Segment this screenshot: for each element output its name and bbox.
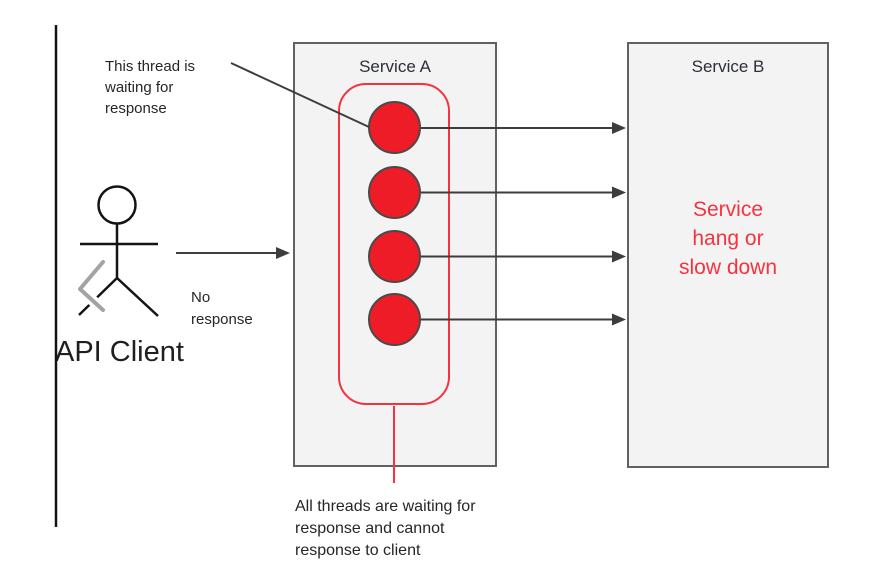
thread-circle-3 (368, 230, 421, 283)
chevron-halo (74, 256, 109, 316)
api-client-label: API Client (55, 336, 184, 368)
thread-pool-outline (338, 83, 450, 405)
service-a-title: Service A (359, 57, 431, 76)
service-b-box: Service B Service hang or slow down (627, 42, 829, 468)
chevron-stroke (78, 260, 105, 312)
service-b-title: Service B (691, 57, 765, 76)
chevron-left-icon (74, 256, 109, 316)
stick-figure-head (97, 185, 137, 225)
stick-figure-icon (78, 185, 159, 317)
stick-figure-right-leg (116, 277, 159, 317)
thread-circle-1 (368, 101, 421, 154)
thread-circle-4 (368, 293, 421, 346)
thread-waiting-note: This thread is waiting for response (105, 58, 196, 117)
service-b-status-text: Service hang or slow down (678, 198, 778, 279)
all-threads-note: All threads are waiting for response and… (295, 498, 476, 559)
stick-figure-left-leg (78, 277, 118, 316)
no-response-note: No response (191, 289, 253, 328)
thread-circle-2 (368, 166, 421, 219)
